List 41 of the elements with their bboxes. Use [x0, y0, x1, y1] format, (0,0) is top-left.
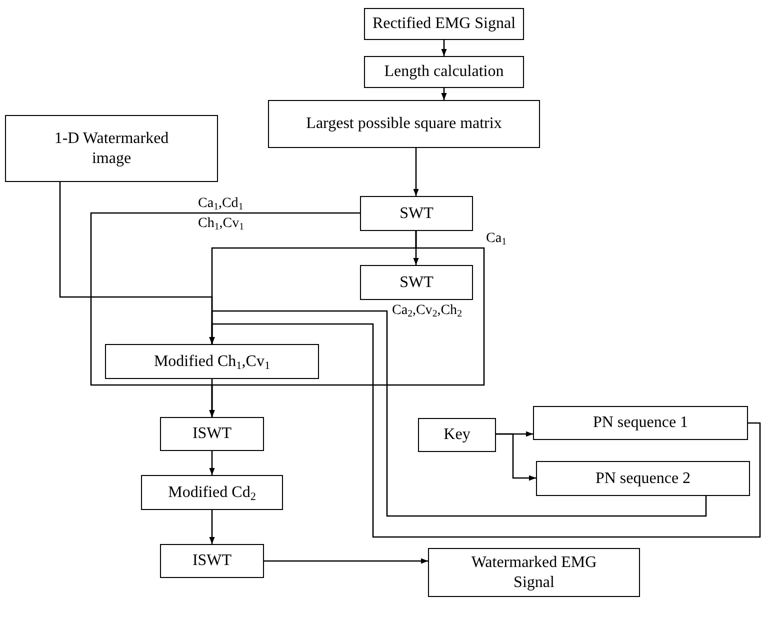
process-box: [360, 196, 473, 231]
process-box: [105, 344, 319, 379]
edge-label: Ca$_{1}$: [486, 230, 506, 248]
process-box: [536, 461, 750, 496]
box-label: 1-D Watermarked image: [53, 129, 170, 168]
process-box: [364, 8, 524, 40]
box-label: PN sequence 2: [595, 468, 691, 488]
box-label: Modified Cd$_{2}$: [168, 482, 256, 502]
box-label: Watermarked EMG Signal: [470, 553, 598, 592]
process-box: [364, 56, 524, 88]
box-label: SWT: [400, 272, 434, 292]
box-label: ISWT: [192, 551, 232, 571]
box-label: SWT: [400, 204, 434, 224]
arrow: [209, 379, 215, 417]
arrow: [209, 451, 215, 475]
process-box: [5, 115, 218, 182]
process-box: [268, 100, 540, 148]
edge-label: Ca$_{1}$,Cd$_{1}$ Ch$_{1}$,Cv$_{1}$: [198, 195, 245, 235]
process-box: [160, 417, 264, 451]
process-box: [418, 418, 496, 452]
process-box: [533, 406, 748, 440]
box-label: ISWT: [192, 424, 232, 444]
box-label: Rectified EMG Signal: [372, 14, 516, 34]
box-label: Modified Ch$_{1}$,Cv$_{1}$: [154, 352, 270, 372]
box-label: Largest possible square matrix: [306, 114, 502, 134]
arrow: [209, 323, 761, 538]
process-box: [360, 265, 473, 300]
arrow: [441, 88, 447, 100]
arrow: [496, 433, 536, 481]
arrow: [209, 510, 215, 544]
box-label: PN sequence 1: [592, 413, 688, 433]
arrow: [264, 558, 428, 564]
process-box: [428, 548, 640, 597]
box-label: Key: [444, 425, 470, 445]
arrow: [441, 40, 447, 56]
process-box: [141, 475, 283, 510]
arrow: [209, 310, 707, 517]
box-label: Length calculation: [384, 62, 504, 82]
arrow: [413, 148, 419, 196]
signal-label: Ca$_{2}$,Cv$_{2}$,Ch$_{2}$: [392, 302, 462, 320]
process-box: [160, 544, 264, 578]
